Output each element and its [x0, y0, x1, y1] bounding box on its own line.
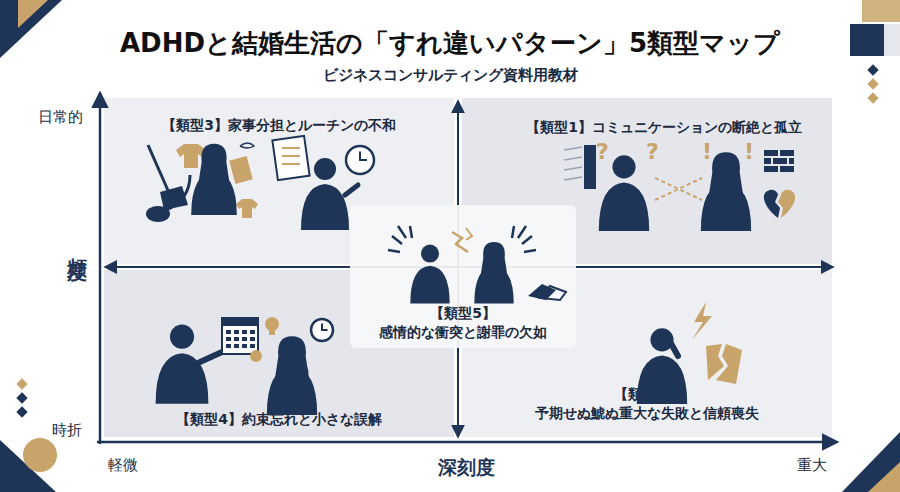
- exclamation-mark: !: [744, 139, 754, 164]
- handshake-hand: [528, 284, 556, 300]
- question-mark: ?: [646, 139, 659, 164]
- severity-axis: [97, 441, 836, 444]
- axis-end-label: 時折: [52, 421, 82, 440]
- diamond-mark: [867, 92, 878, 103]
- axis-end-label: 日常的: [38, 108, 83, 127]
- diamond-mark: [16, 406, 27, 417]
- diagram-title: ADHDと結婚生活の「すれ違いパターン」5類型マップ: [120, 26, 780, 61]
- corner-triangle: [842, 432, 900, 492]
- axis-end-label: 軽微: [108, 456, 138, 475]
- torso: [410, 266, 449, 304]
- tension-spikes: [512, 226, 536, 252]
- diamond-mark: [867, 64, 878, 75]
- axis-end-label: 重大: [797, 456, 827, 475]
- type-heading: 【類型1】コミュニケーションの断絶と孤立: [526, 118, 802, 137]
- type-heading: 【類型4】約束忘れと小さな誤解: [176, 410, 382, 429]
- handshake-hand: [540, 286, 566, 300]
- man-silhouette: [410, 245, 449, 304]
- corner-triangle: [0, 0, 62, 58]
- axis-title: 深刻度: [438, 455, 495, 481]
- axis-title: 頻度: [64, 242, 91, 246]
- diamond-mark: [16, 392, 27, 403]
- tension-spikes: [388, 226, 412, 252]
- corner-square: [884, 24, 900, 56]
- woman-silhouette: [474, 242, 513, 304]
- spark: [452, 232, 468, 252]
- question-mark: ?: [596, 139, 609, 164]
- diamond-mark: [16, 378, 27, 389]
- exclamation-mark: !: [702, 139, 712, 164]
- corner-circle: [23, 438, 57, 472]
- corner-triangle: [868, 462, 900, 492]
- corner-square: [850, 24, 884, 56]
- corner-square: [862, 0, 900, 22]
- type-heading: 【類型3】家事分担とルーチンの不和: [162, 116, 396, 135]
- diamond-mark: [867, 78, 878, 89]
- corner-triangle: [18, 0, 48, 28]
- spark: [466, 228, 472, 240]
- type-heading: 【類型5】: [430, 304, 496, 323]
- center-box: 【類型5】感情的な衝突と謝罪の欠如: [350, 205, 576, 348]
- torso: [474, 266, 513, 304]
- corner-triangle: [0, 440, 56, 492]
- type-description: 感情的な衝突と謝罪の欠如: [379, 323, 547, 342]
- head: [485, 245, 503, 263]
- frequency-axis: [99, 94, 102, 444]
- subtitle: ビジネスコンサルティング資料用教材: [323, 66, 578, 85]
- hair: [481, 242, 507, 274]
- type-heading: 【類型2】: [614, 385, 680, 404]
- head: [421, 245, 439, 263]
- type-description: 予期せぬ鯱ぬ重大な失敗と信頼喪失: [535, 404, 759, 423]
